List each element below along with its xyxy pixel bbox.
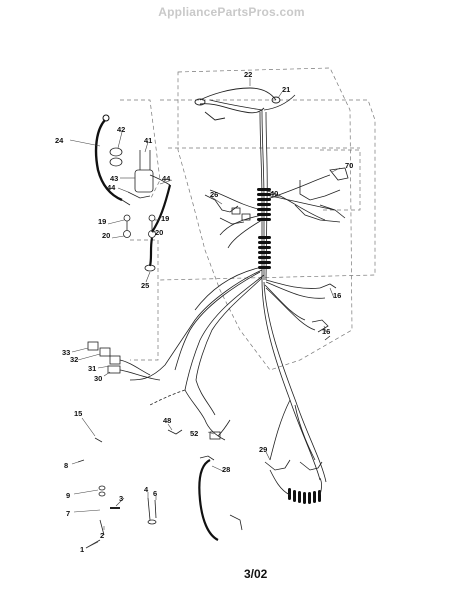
- watermark: AppliancePartsPros.com: [158, 5, 305, 19]
- callout-7: 7: [66, 509, 70, 518]
- solenoid-assembly: [109, 147, 171, 238]
- callout-16-bottom: 16: [322, 327, 330, 336]
- callout-33: 33: [62, 348, 70, 357]
- callout-24: 24: [55, 136, 64, 145]
- callout-6: 6: [153, 489, 157, 498]
- battery-cable: [194, 87, 281, 121]
- lower-coil: [288, 488, 321, 504]
- callout-70: 70: [345, 161, 353, 170]
- callout-labels: 22 21 24 42 41 43 44 44 26 40 70 19 19 2…: [55, 70, 353, 554]
- callout-41: 41: [144, 136, 152, 145]
- callout-44-left: 44: [107, 183, 116, 192]
- callout-28: 28: [222, 465, 230, 474]
- cable-28: [198, 459, 219, 541]
- callout-15: 15: [74, 409, 82, 418]
- harness-coils: [257, 188, 271, 269]
- callout-2: 2: [100, 531, 104, 540]
- callout-22: 22: [244, 70, 252, 79]
- connector-26: [204, 194, 251, 225]
- main-harness: [129, 94, 336, 483]
- callout-20-right: 20: [155, 228, 163, 237]
- callout-3: 3: [119, 494, 123, 503]
- callout-20-left: 20: [102, 231, 110, 240]
- ground-cable-24: [94, 114, 123, 202]
- callout-44-right: 44: [162, 174, 171, 183]
- cable-25: [148, 184, 172, 267]
- callout-4: 4: [144, 485, 149, 494]
- callout-26: 26: [210, 190, 218, 199]
- items-48-52: [167, 429, 221, 440]
- cable-28-end: [199, 455, 243, 531]
- page-label: 3/02: [244, 567, 268, 581]
- lower-coil-leads: [264, 459, 323, 496]
- callout-52: 52: [190, 429, 198, 438]
- callout-25: 25: [141, 281, 149, 290]
- callout-29: 29: [259, 445, 267, 454]
- callout-19-left: 19: [98, 217, 106, 226]
- callout-9: 9: [66, 491, 70, 500]
- callout-1: 1: [80, 545, 84, 554]
- switch-cluster: [87, 341, 161, 381]
- connectors-16: [311, 283, 337, 341]
- leader-lines: [69, 78, 341, 549]
- tractor-outline: [120, 67, 376, 371]
- callout-43: 43: [110, 174, 118, 183]
- callout-31: 31: [88, 364, 96, 373]
- callout-42: 42: [117, 125, 125, 134]
- callout-40: 40: [270, 189, 278, 198]
- callout-30: 30: [94, 374, 102, 383]
- callout-8: 8: [64, 461, 68, 470]
- callout-48: 48: [163, 416, 171, 425]
- small-parts: [77, 437, 157, 549]
- cable-25-end: [144, 264, 156, 272]
- callout-21: 21: [282, 85, 290, 94]
- callout-16-top: 16: [333, 291, 341, 300]
- connector-70: [294, 167, 349, 223]
- callout-19-right: 19: [161, 214, 169, 223]
- callout-32: 32: [70, 355, 78, 364]
